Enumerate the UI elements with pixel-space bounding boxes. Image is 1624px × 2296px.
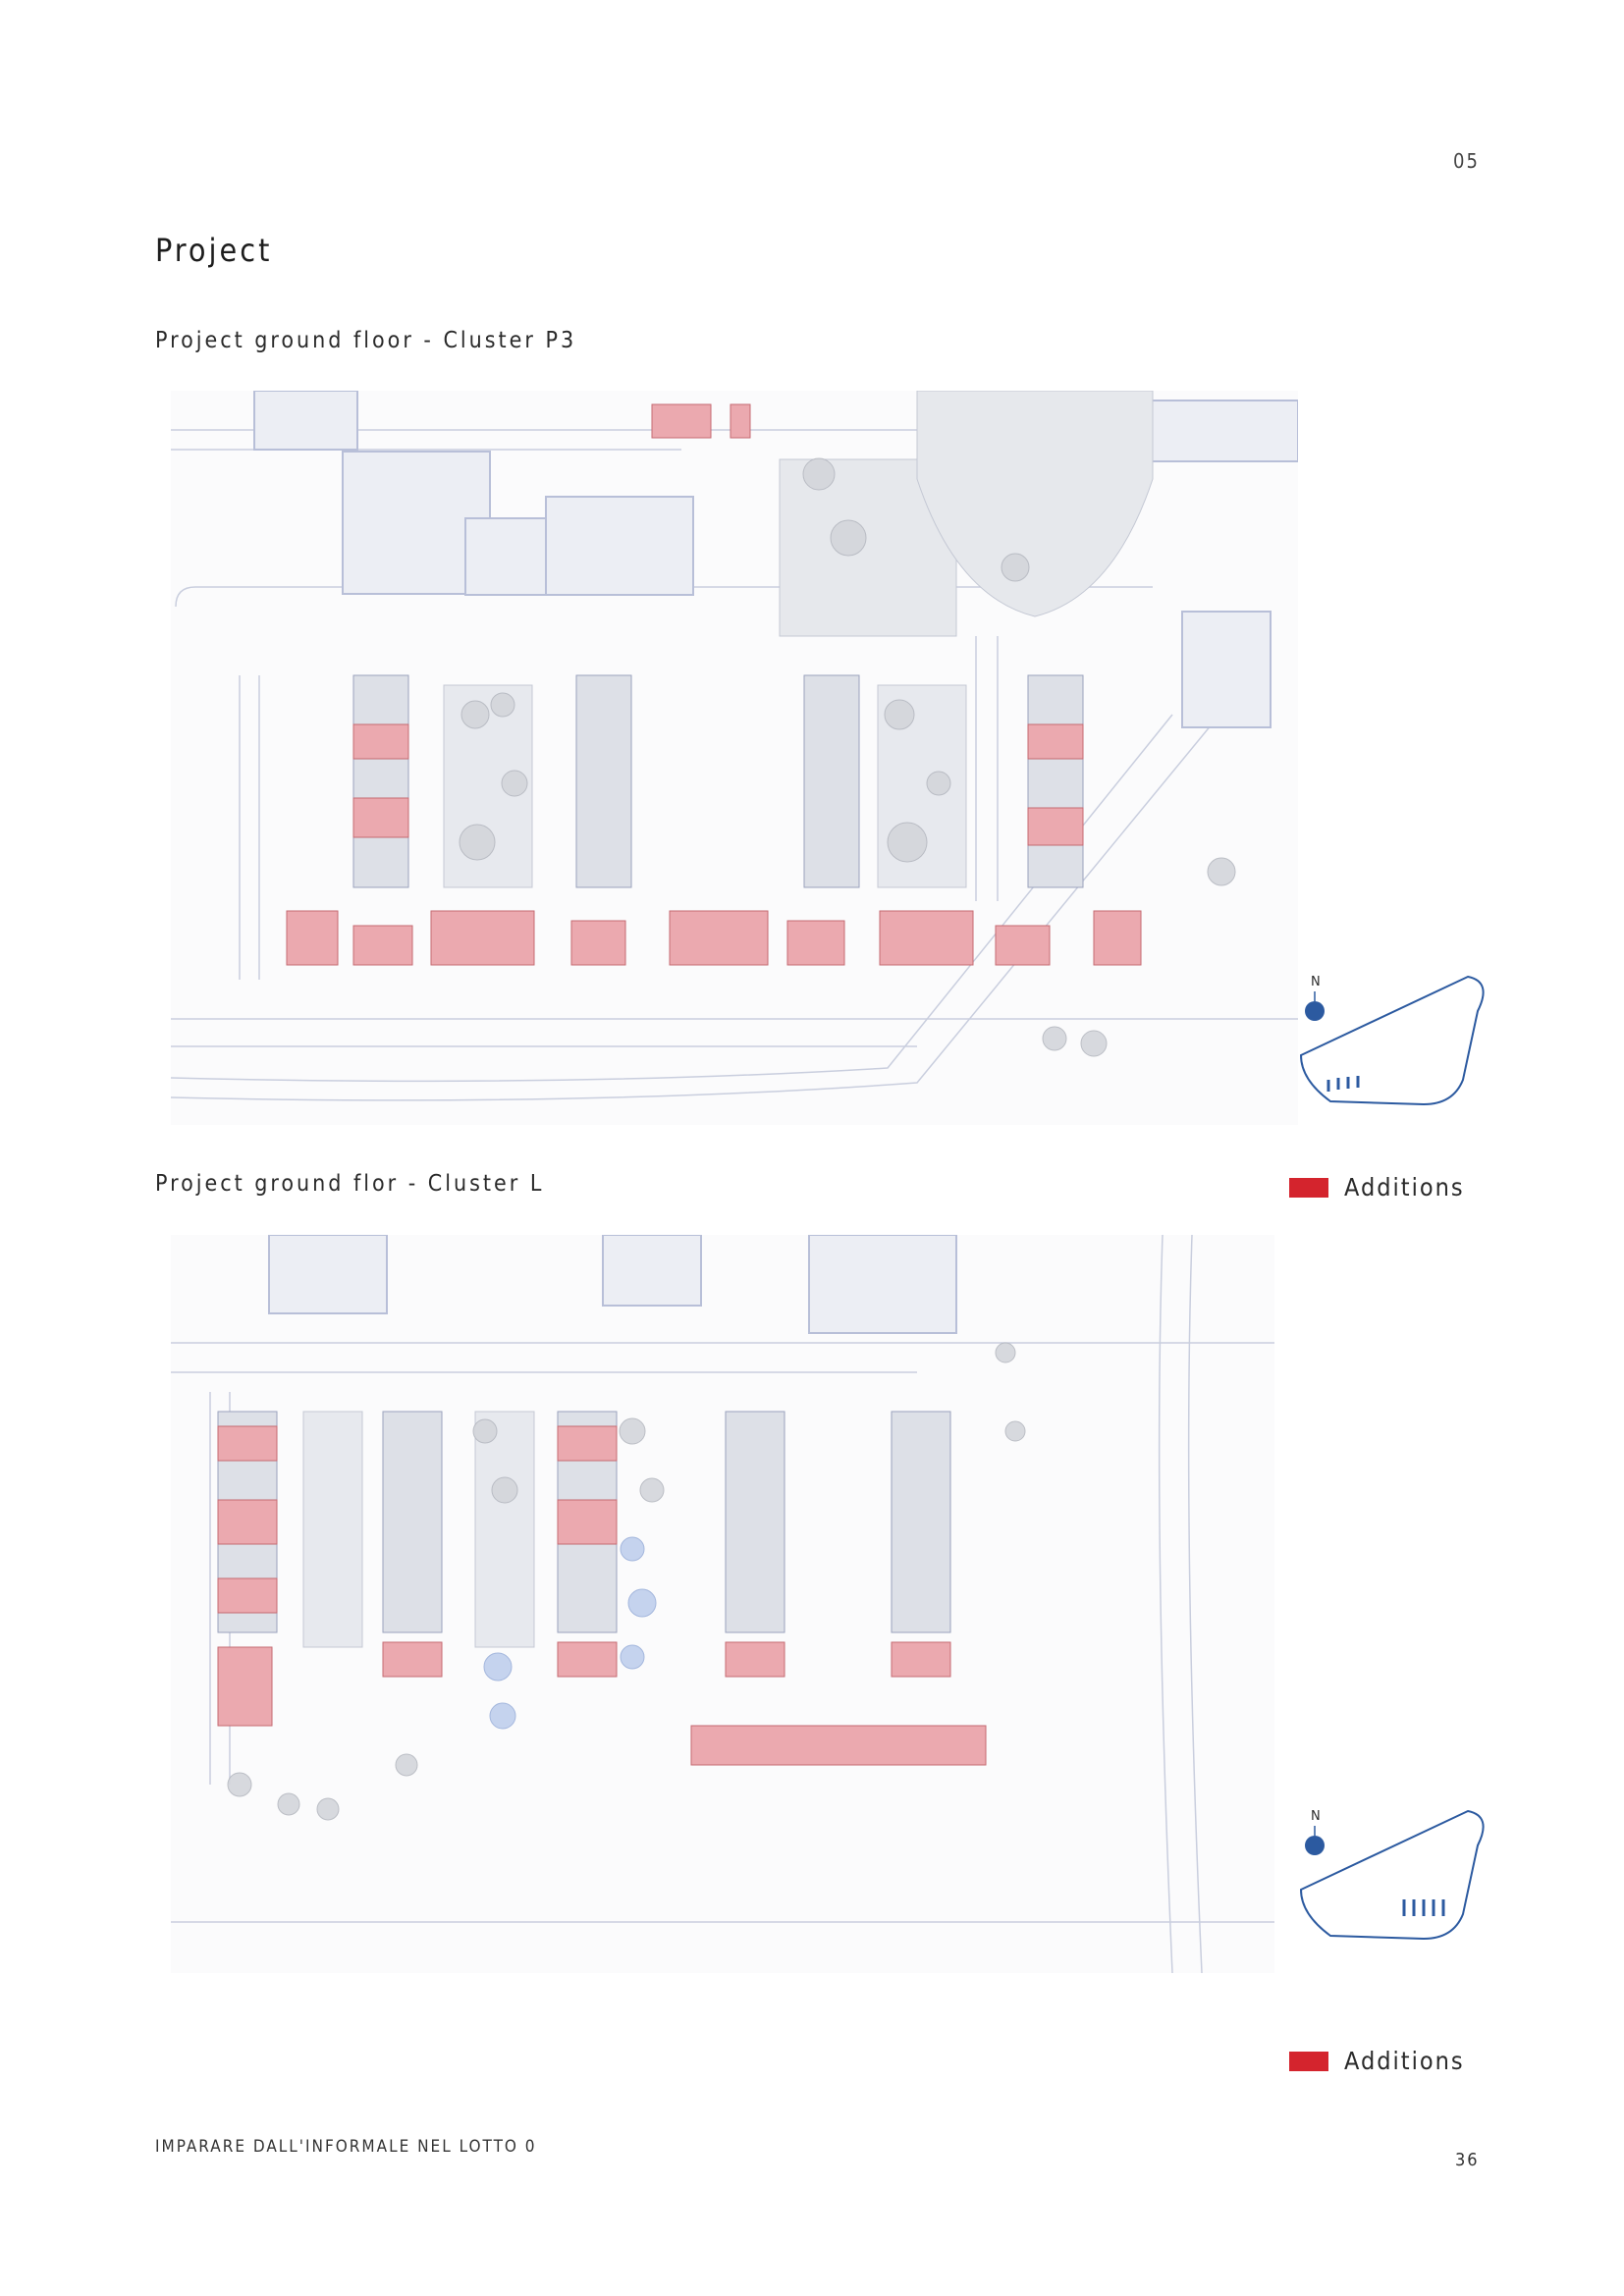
additions-swatch	[1289, 2051, 1328, 2071]
legend-label: Additions	[1344, 2047, 1465, 2075]
section-title: Project	[155, 232, 273, 269]
chapter-number: 05	[1453, 149, 1480, 173]
key-map-outline	[1299, 975, 1485, 1106]
north-label: N	[1311, 1809, 1321, 1824]
legend-additions: Additions	[1289, 2047, 1465, 2075]
compass-icon	[1305, 1001, 1325, 1021]
location-key-map-cluster-l: N	[1291, 1806, 1492, 1949]
legend-label: Additions	[1344, 1173, 1465, 1201]
plan-caption-cluster-p3: Project ground floor - Cluster P3	[155, 328, 577, 353]
site-plan-cluster-l	[171, 1235, 1274, 1973]
footer-title: IMPARARE DALL'INFORMALE NEL LOTTO 0	[155, 2137, 537, 2157]
site-plan-cluster-p3	[171, 391, 1298, 1125]
compass-icon	[1305, 1836, 1325, 1855]
key-map-highlight	[1402, 1899, 1445, 1916]
additions-swatch	[1289, 1177, 1328, 1198]
legend-additions: Additions	[1289, 1173, 1465, 1201]
page-number: 36	[1455, 2150, 1480, 2170]
key-map-highlight	[1326, 1076, 1360, 1092]
plan-caption-cluster-l: Project ground flor - Cluster L	[155, 1171, 545, 1197]
key-map-outline	[1299, 1809, 1485, 1941]
location-key-map-cluster-p3: N	[1291, 972, 1492, 1114]
north-label: N	[1311, 975, 1321, 989]
